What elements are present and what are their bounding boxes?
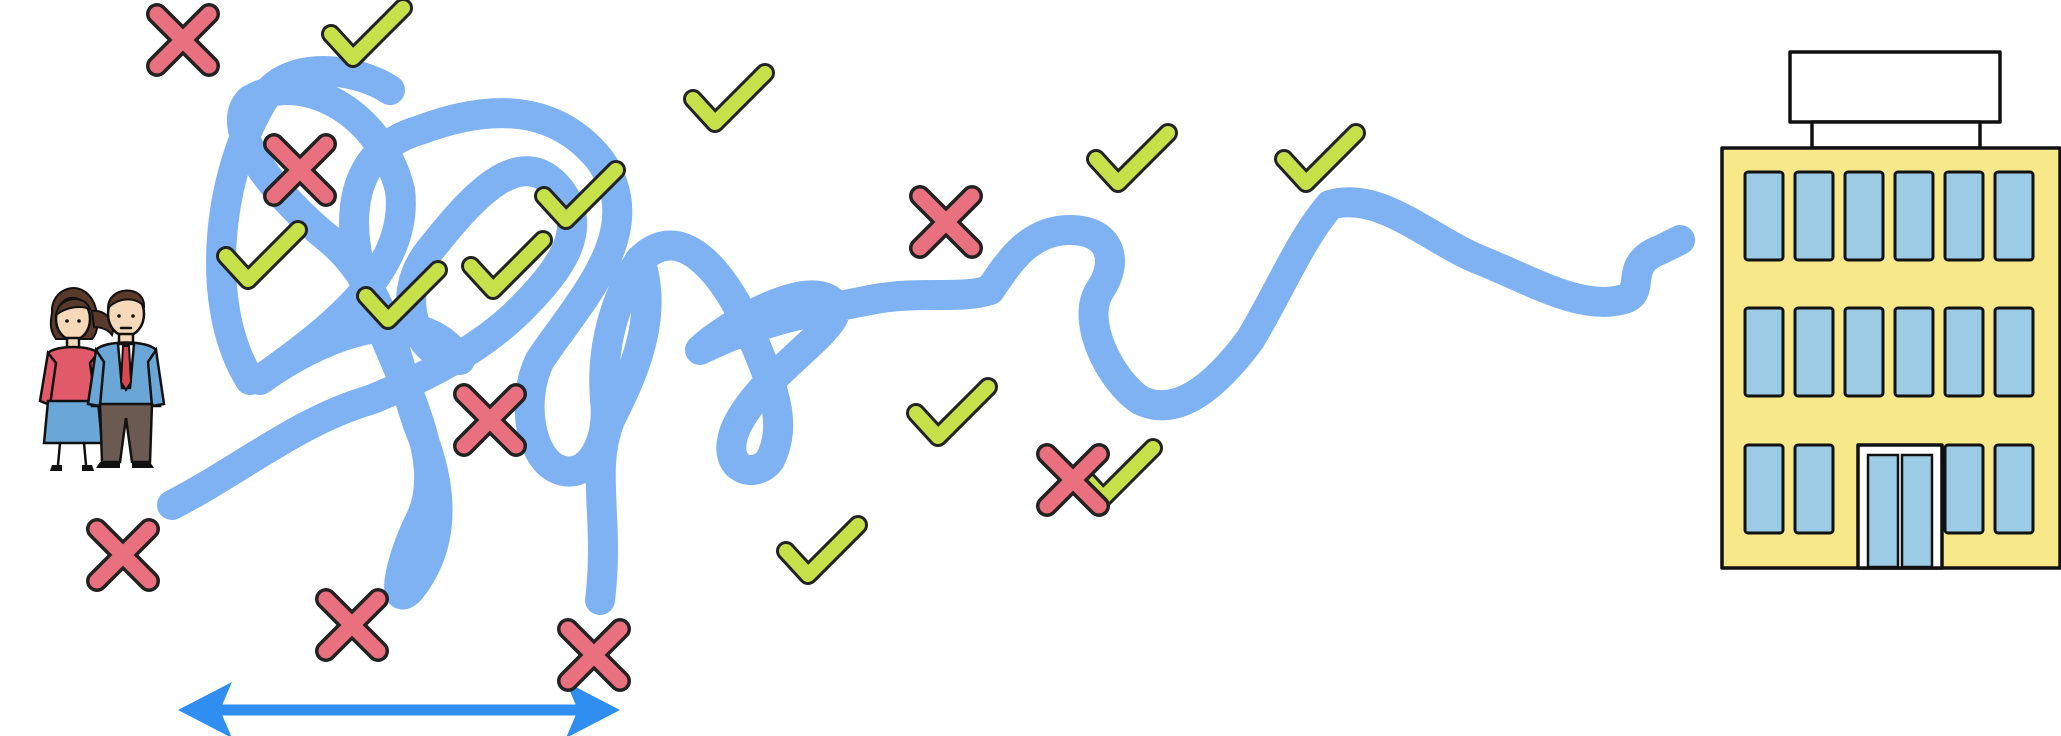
journey-tangle (172, 90, 1680, 595)
building-window (1995, 308, 2033, 396)
woman-eye (77, 319, 81, 323)
woman-leg (84, 443, 86, 465)
building-window (1945, 445, 1983, 533)
woman-leg (58, 443, 60, 465)
building-window (1995, 172, 2033, 260)
man-tie (121, 346, 131, 390)
building-door-pane (1902, 455, 1932, 567)
man-eye (131, 314, 135, 318)
cross-icon (157, 14, 209, 66)
office-building-icon (1722, 52, 2060, 568)
building-window (1795, 172, 1833, 260)
woman-shoe (82, 465, 94, 471)
man-shoe (96, 462, 120, 468)
cross-icon (568, 629, 620, 681)
woman-skirt (44, 401, 102, 443)
building-window (1795, 445, 1833, 533)
man-eye (117, 314, 121, 318)
building-door-pane (1868, 455, 1898, 567)
building-window (1845, 172, 1883, 260)
building-roof-base (1812, 122, 1980, 148)
building-window (1995, 445, 2033, 533)
cross-icon (464, 394, 516, 446)
cross-icon (97, 529, 149, 581)
building-window (1845, 308, 1883, 396)
woman-shoe (50, 465, 62, 471)
tangled-journey-path (172, 71, 1680, 600)
building-window (1745, 308, 1783, 396)
man-trousers (100, 404, 152, 462)
cross-icon (920, 196, 972, 248)
building-window (1745, 445, 1783, 533)
building-roof-sign (1790, 52, 2000, 122)
building-window (1895, 172, 1933, 260)
cross-icon (274, 144, 326, 196)
double-headed-arrow-icon (178, 682, 620, 736)
building-window (1945, 308, 1983, 396)
cross-icon (326, 599, 378, 651)
woman-eye (65, 319, 69, 323)
building-window (1895, 308, 1933, 396)
man-arm (148, 350, 164, 406)
building-window (1795, 308, 1833, 396)
building-window (1745, 172, 1783, 260)
building-window (1945, 172, 1983, 260)
